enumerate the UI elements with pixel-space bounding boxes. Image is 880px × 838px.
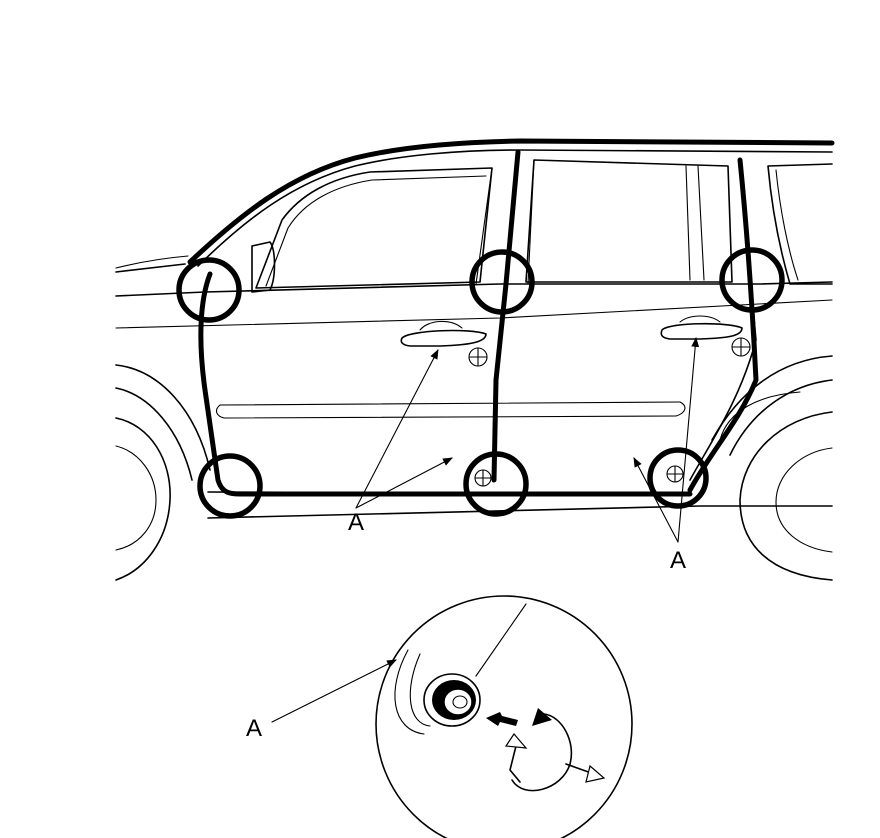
highlight-circle-rear-upper [719, 247, 785, 313]
highlight-circle-b-pillar-upper [469, 249, 535, 315]
clip-icon [468, 347, 488, 367]
pull-arrow-icon [565, 763, 606, 783]
leader-lines [271, 337, 700, 723]
highlight-circle-b-pillar-lower [463, 451, 529, 517]
clip-detail [423, 673, 481, 727]
push-arrow-icon [486, 712, 518, 726]
highlight-circle-rear-lower [647, 447, 709, 509]
highlight-circle-front-upper [176, 257, 242, 323]
callout-label-detail: A [246, 715, 262, 742]
highlight-circle-front-lower [197, 453, 263, 519]
rotate-arrow-icon [504, 708, 573, 792]
weatherstrip-seal [187, 138, 835, 497]
clip-icon [731, 337, 751, 357]
callout-label-front: A [348, 509, 364, 536]
detail-view [375, 595, 633, 838]
clip-icon [474, 469, 492, 487]
highlight-circles [176, 247, 785, 519]
callout-label-rear: A [670, 547, 686, 574]
clip-icon [666, 465, 684, 483]
